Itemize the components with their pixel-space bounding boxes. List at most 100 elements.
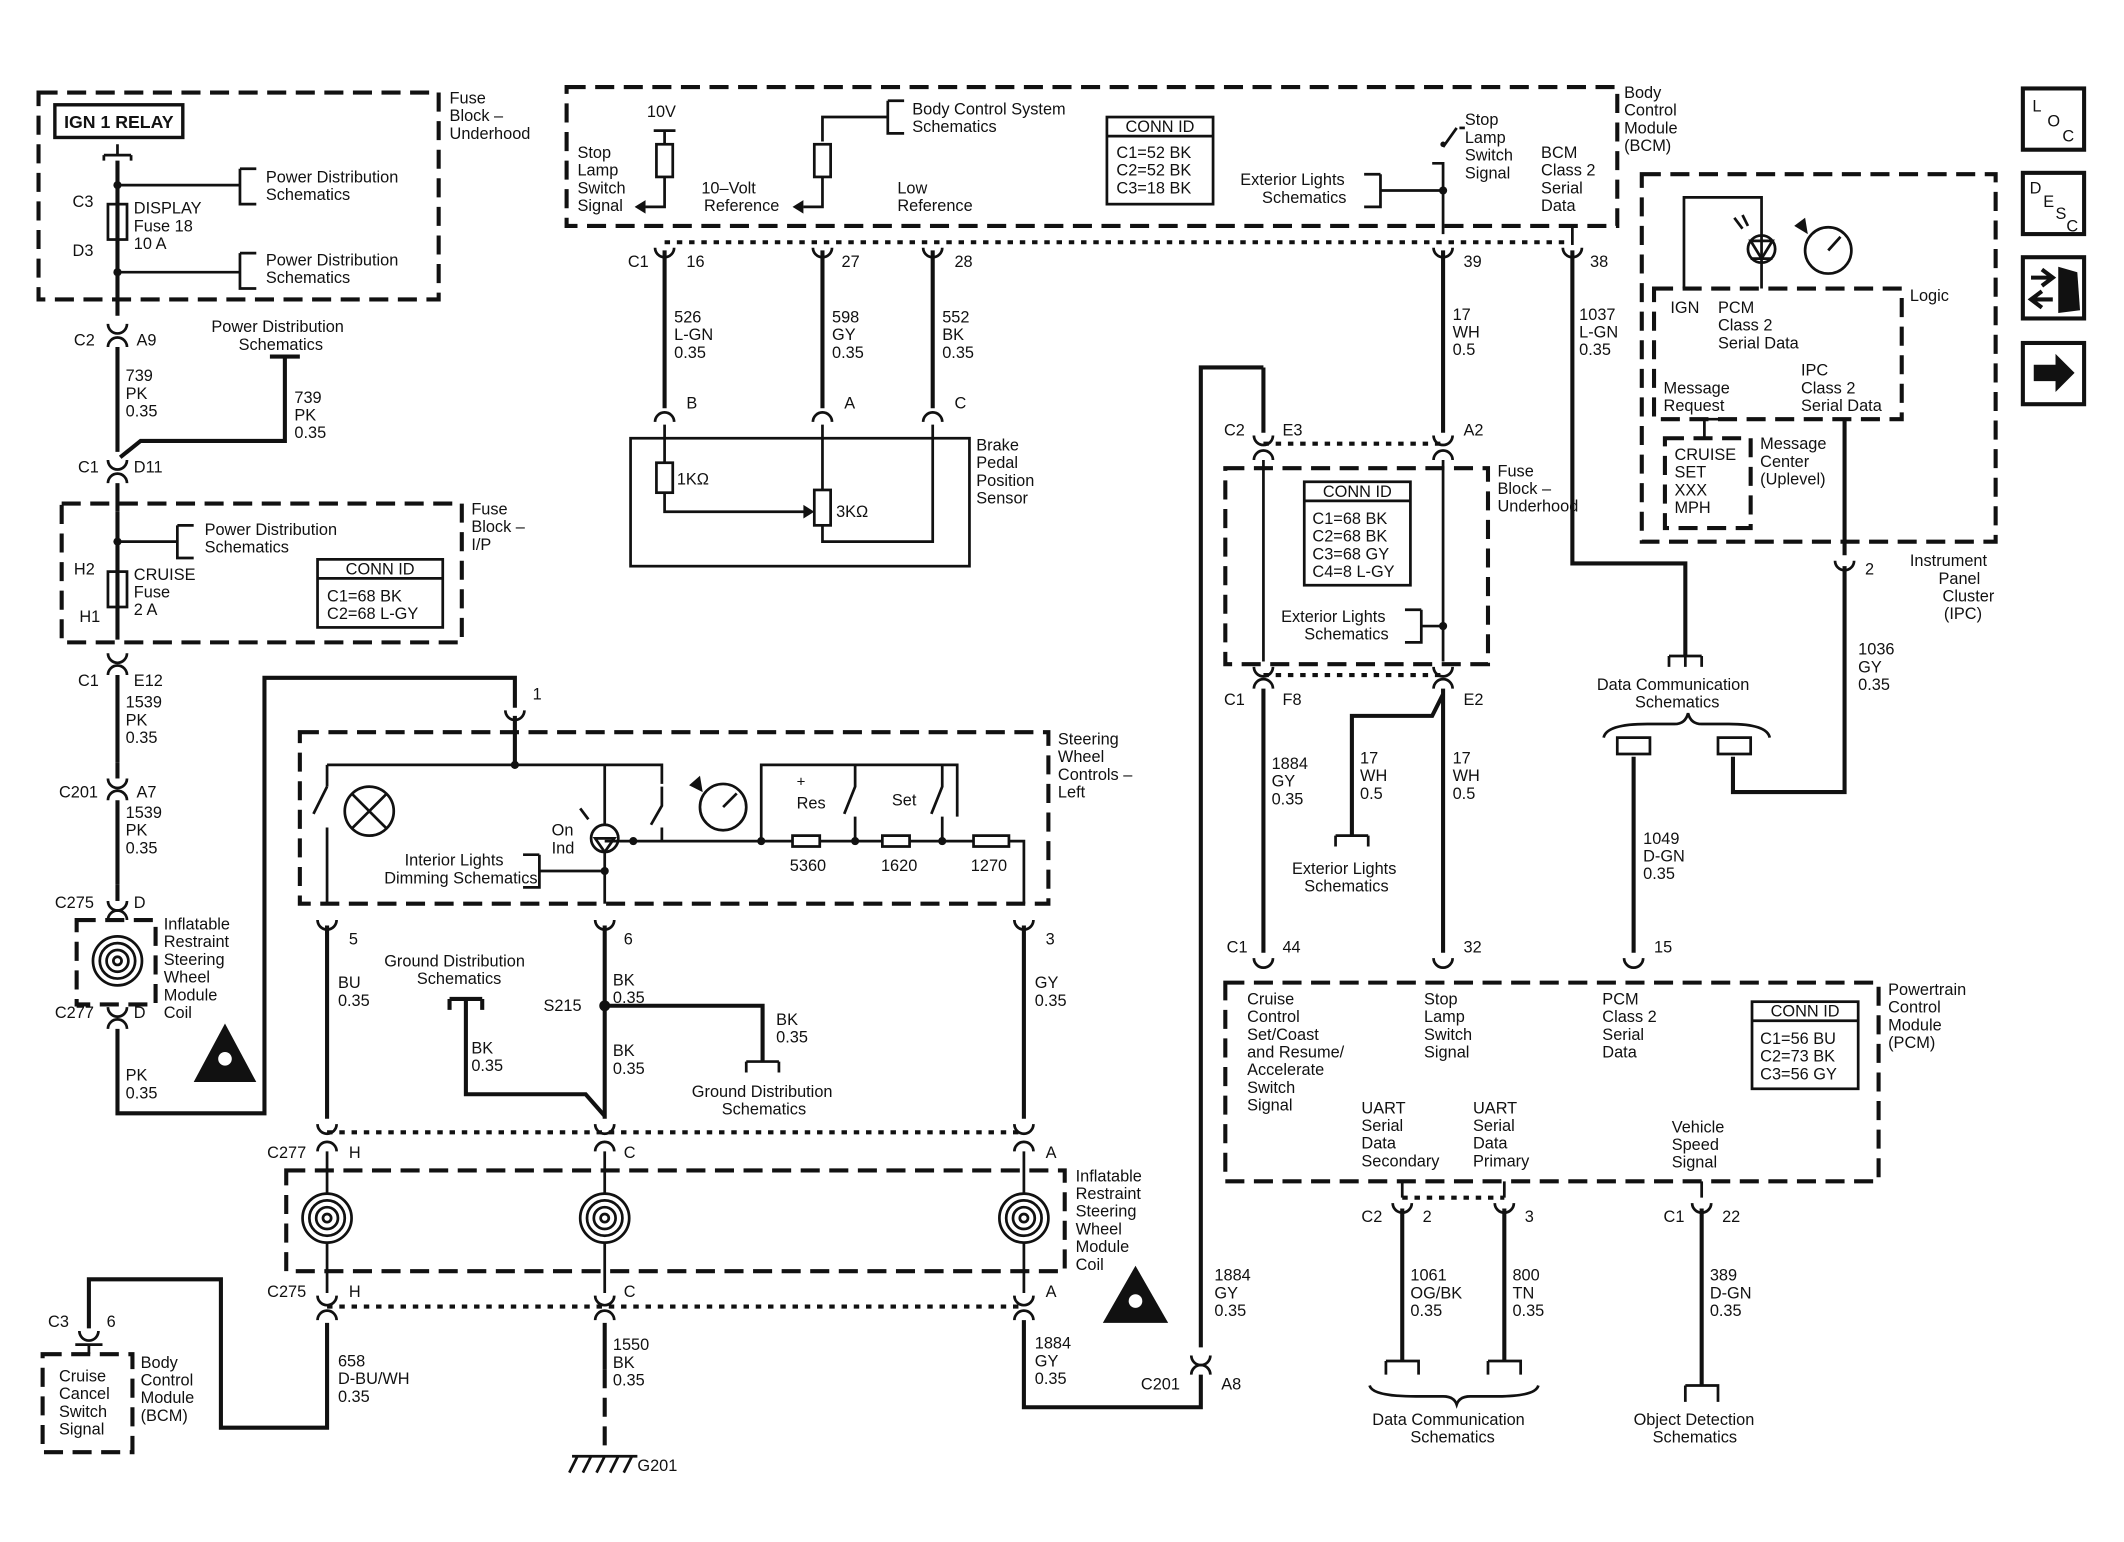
svg-text:5: 5 [349,931,358,949]
nav-buttons[interactable]: L O C D E S C [2020,86,2087,407]
svg-text:A9: A9 [137,332,157,350]
svg-text:1620: 1620 [881,857,917,875]
svg-text:IGN: IGN [1670,299,1699,317]
svg-text:H1: H1 [79,608,100,626]
svg-text:32: 32 [1463,939,1481,957]
resume-switch-label: Res [797,794,826,812]
svg-text:+: + [797,774,806,791]
svg-text:A: A [1046,1144,1057,1162]
svg-text:BU0.35: BU0.35 [338,974,370,1010]
svg-text:CONN ID: CONN ID [1771,1003,1840,1021]
svg-text:C3: C3 [48,1313,69,1331]
svg-text:2: 2 [1865,560,1874,578]
svg-text:38: 38 [1590,253,1608,271]
svg-text:C277: C277 [55,1004,94,1022]
svg-text:D: D [2030,179,2042,197]
svg-text:6: 6 [107,1313,116,1331]
location-button[interactable]: L O C [2020,86,2087,152]
svg-text:L: L [2032,98,2041,116]
svg-text:C1: C1 [1664,1208,1685,1226]
svg-text:E12: E12 [134,672,163,690]
svg-text:3: 3 [1046,931,1055,949]
set-switch-label: Set [892,792,917,810]
svg-text:GY0.35: GY0.35 [1035,974,1067,1010]
svg-text:E: E [2043,193,2054,211]
svg-text:2: 2 [1423,1208,1432,1226]
speedometer-icon [1803,225,1853,275]
ground-icon [568,1454,638,1474]
conn-id-title: CONN ID [346,560,415,578]
svg-text:15: 15 [1654,939,1672,957]
svg-text:H2: H2 [74,560,95,578]
svg-text:B: B [686,394,697,412]
svg-text:BK0.35: BK0.35 [613,971,645,1007]
connector-tools-button[interactable] [2020,255,2087,321]
svg-text:27: 27 [842,253,860,271]
connector-label: D3 [73,242,94,260]
svg-text:BK0.35: BK0.35 [776,1011,808,1047]
svg-text:C1: C1 [78,672,99,690]
svg-text:A7: A7 [137,784,157,802]
svg-text:6: 6 [624,931,633,949]
svg-text:D: D [134,894,146,912]
description-button[interactable]: D E S C [2020,170,2087,237]
svg-text:E2: E2 [1463,691,1483,709]
svg-text:D: D [134,1004,146,1022]
svg-text:C2: C2 [74,332,95,350]
svg-text:3KΩ: 3KΩ [836,503,868,521]
svg-text:C: C [624,1144,636,1162]
svg-text:A: A [1046,1283,1057,1301]
svg-text:C201: C201 [1141,1376,1180,1394]
svg-text:39: 39 [1463,253,1481,271]
svg-text:S215: S215 [543,997,581,1015]
svg-text:10V: 10V [647,103,676,121]
svg-text:1: 1 [533,686,542,704]
svg-text:G201: G201 [637,1457,677,1475]
svg-text:A: A [844,394,855,412]
next-button[interactable] [2020,340,2087,407]
